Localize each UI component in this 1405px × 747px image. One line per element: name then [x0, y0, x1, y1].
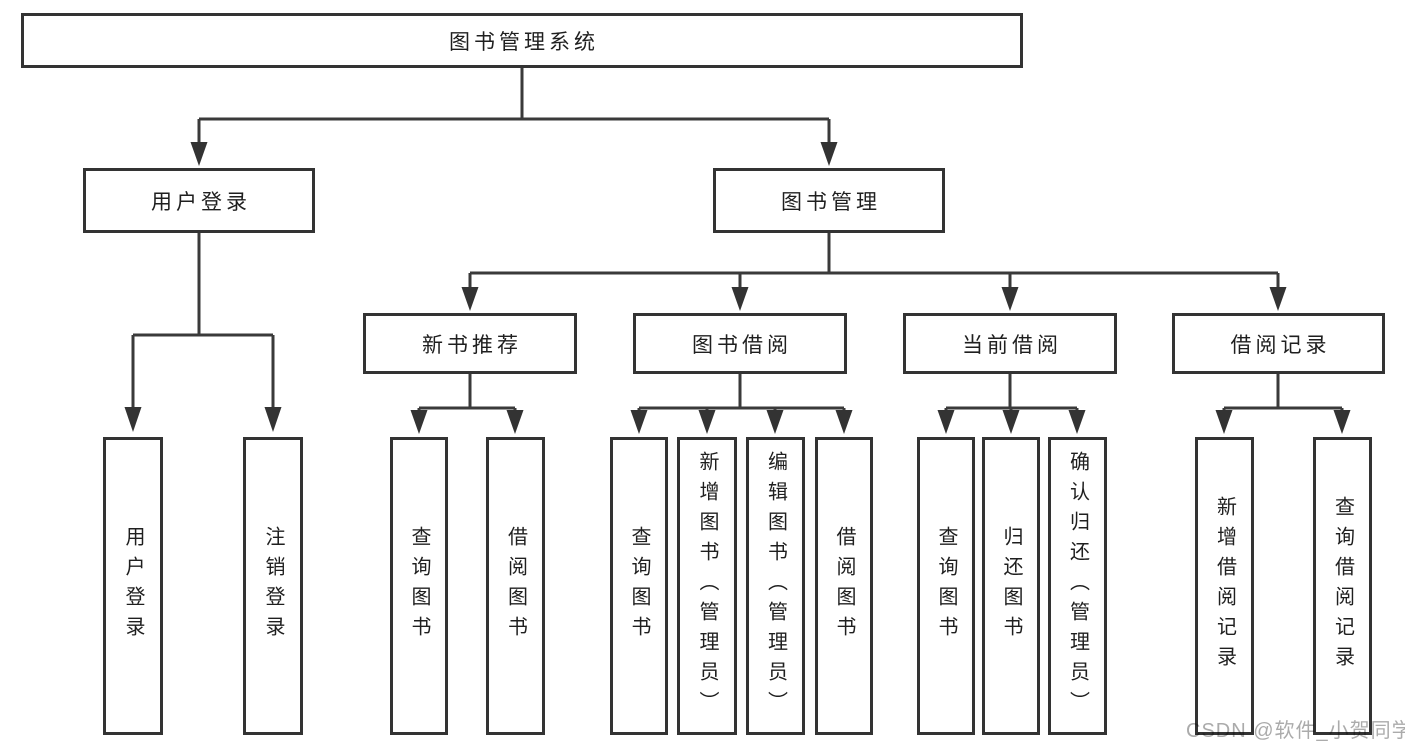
node-new-book-recommend: 新书推荐 — [363, 313, 577, 374]
leaf-confirm-return-admin: 确认归还（管理员） — [1048, 437, 1107, 735]
leaf-logout-login-label: 注销登录 — [262, 526, 284, 646]
arrowhead — [264, 407, 282, 432]
arrowhead — [820, 142, 838, 166]
arrowhead — [937, 410, 955, 434]
leaf-edit-book-admin-label: 编辑图书（管理员） — [764, 451, 787, 721]
node-borrow-record: 借阅记录 — [1172, 313, 1385, 374]
arrowhead — [698, 410, 716, 434]
edge-root-to-level2 — [190, 66, 838, 166]
arrowhead — [1269, 287, 1287, 311]
arrowhead — [190, 142, 208, 166]
edge-new-book-children — [410, 374, 524, 434]
arrowhead — [1333, 410, 1351, 434]
leaf-query-borrow-record-label: 查询借阅记录 — [1331, 496, 1354, 676]
arrowhead — [766, 410, 784, 434]
arrowhead — [461, 287, 479, 311]
leaf-query-book-current: 查询图书 — [917, 437, 975, 735]
arrowhead — [410, 410, 428, 434]
leaf-query-book-borrow: 查询图书 — [610, 437, 668, 735]
edge-current-borrow-children — [937, 374, 1086, 434]
leaf-query-book-recommend: 查询图书 — [390, 437, 448, 735]
arrowhead — [835, 410, 853, 434]
node-root: 图书管理系统 — [21, 13, 1023, 68]
leaf-query-book-recommend-label: 查询图书 — [408, 526, 430, 646]
node-user-login: 用户登录 — [83, 168, 315, 233]
leaf-edit-book-admin: 编辑图书（管理员） — [746, 437, 805, 735]
leaf-return-book-label: 归还图书 — [1000, 526, 1022, 646]
node-borrow-record-label: 借阅记录 — [1230, 333, 1331, 357]
leaf-query-borrow-record: 查询借阅记录 — [1313, 437, 1372, 735]
arrowhead — [731, 287, 749, 311]
csdn-watermark: CSDN @软件_小贺同学 — [1186, 720, 1405, 742]
arrowhead — [1002, 410, 1020, 434]
leaf-return-book: 归还图书 — [982, 437, 1040, 735]
node-current-borrow: 当前借阅 — [903, 313, 1117, 374]
arrowhead — [1215, 410, 1233, 434]
edge-book-borrow-children — [630, 374, 853, 434]
leaf-add-book-admin: 新增图书（管理员） — [677, 437, 737, 735]
leaf-borrow-book-recommend: 借阅图书 — [486, 437, 545, 735]
leaf-add-borrow-record: 新增借阅记录 — [1195, 437, 1254, 735]
leaf-add-book-admin-label: 新增图书（管理员） — [696, 451, 718, 721]
leaf-confirm-return-admin-label: 确认归还（管理员） — [1066, 451, 1089, 721]
edge-user-login-children — [124, 233, 282, 432]
arrowhead — [506, 410, 524, 434]
leaf-user-login-label: 用户登录 — [122, 526, 144, 646]
node-new-book-recommend-label: 新书推荐 — [422, 333, 522, 357]
node-book-management-label: 图书管理 — [781, 190, 881, 214]
node-current-borrow-label: 当前借阅 — [962, 333, 1062, 357]
node-book-borrow-label: 图书借阅 — [692, 333, 792, 357]
node-book-borrow: 图书借阅 — [633, 313, 847, 374]
node-user-login-label: 用户登录 — [151, 190, 251, 214]
leaf-query-book-borrow-label: 查询图书 — [628, 526, 650, 646]
node-root-label: 图书管理系统 — [449, 30, 599, 54]
edge-borrow-record-children — [1215, 374, 1351, 434]
leaf-borrow-book: 借阅图书 — [815, 437, 873, 735]
leaf-user-login: 用户登录 — [103, 437, 163, 735]
arrowhead — [630, 410, 648, 434]
edge-book-management-children — [461, 233, 1287, 311]
leaf-borrow-book-label: 借阅图书 — [833, 526, 855, 646]
arrowhead — [124, 407, 142, 432]
arrowhead — [1068, 410, 1086, 434]
leaf-add-borrow-record-label: 新增借阅记录 — [1213, 496, 1236, 676]
leaf-query-book-current-label: 查询图书 — [935, 526, 957, 646]
arrowhead — [1001, 287, 1019, 311]
node-book-management: 图书管理 — [713, 168, 945, 233]
leaf-logout-login: 注销登录 — [243, 437, 303, 735]
leaf-borrow-book-recommend-label: 借阅图书 — [504, 526, 527, 646]
